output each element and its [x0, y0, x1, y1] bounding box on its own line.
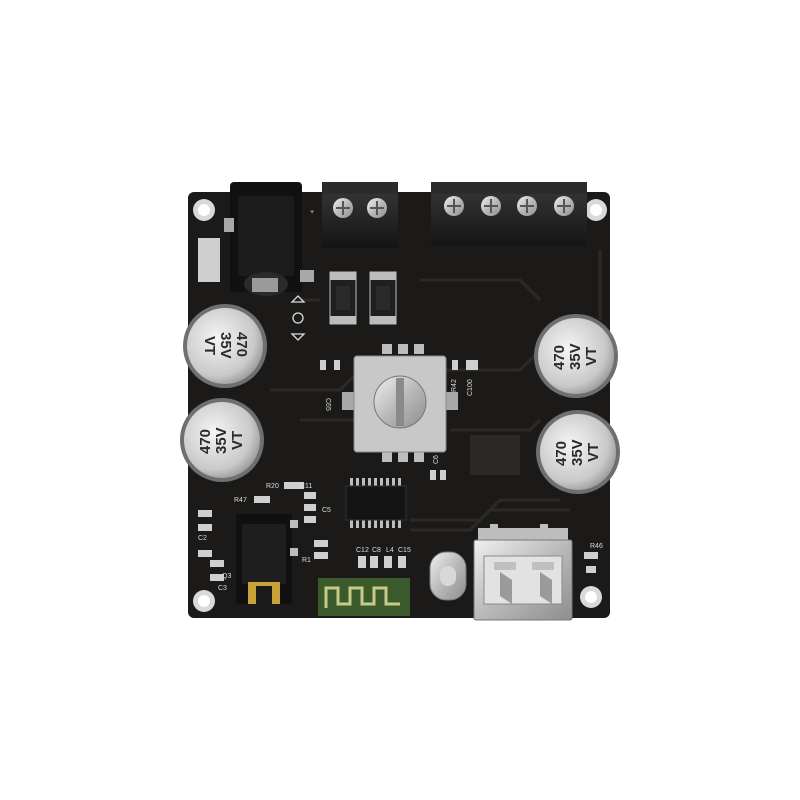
svg-text:470: 470 — [233, 332, 250, 357]
silk-c6: C6 — [433, 455, 440, 464]
svg-text:470: 470 — [197, 429, 214, 454]
smd-components-left — [198, 482, 406, 581]
capacitor-bottom-right: 470 35V VT — [536, 410, 620, 494]
silk-r1: R1 — [302, 557, 311, 564]
svg-text:35V: 35V — [569, 439, 586, 466]
usb-a-port[interactable] — [473, 524, 573, 621]
jack-side-tab — [198, 238, 220, 282]
amplifier-ic — [345, 478, 407, 528]
svg-text:470: 470 — [553, 441, 570, 466]
silk-r46: R46 — [590, 543, 603, 550]
mounting-holes — [193, 199, 607, 612]
speaker-terminal-block — [431, 182, 587, 246]
dc-barrel-jack — [230, 182, 302, 296]
silk-c3: C3 — [218, 585, 227, 592]
svg-text:35V: 35V — [217, 332, 234, 359]
polarity-symbol — [290, 295, 306, 341]
svg-text:VT: VT — [585, 443, 602, 462]
silk-plus: + — [310, 209, 314, 216]
silk-c2: C2 — [198, 535, 207, 542]
pcb-via-grid — [470, 435, 520, 475]
silk-r47: R47 — [234, 497, 247, 504]
pcb-traces — [270, 250, 602, 532]
smd-diodes — [329, 271, 397, 325]
svg-text:470: 470 — [551, 345, 568, 370]
svg-text:35V: 35V — [213, 427, 230, 454]
svg-text:35V: 35V — [567, 343, 584, 370]
audio-jack-3-5mm[interactable] — [236, 514, 298, 604]
capacitor-top-right: 470 35V VT — [534, 314, 618, 398]
capacitor-top-left: 470 35V VT — [183, 304, 267, 388]
silk-c8: C8 — [372, 547, 381, 554]
crystal-oscillator — [429, 551, 467, 601]
silk-c15: C15 — [398, 547, 411, 554]
smd-components-right — [584, 552, 598, 573]
svg-text:VT: VT — [229, 431, 246, 450]
silk-l4: L4 — [386, 547, 394, 554]
bluetooth-antenna — [318, 578, 410, 616]
silk-c100: C100 — [467, 379, 474, 396]
svg-text:VT: VT — [583, 347, 600, 366]
silk-c12: C12 — [356, 547, 369, 554]
silk-q3: Q3 — [222, 573, 231, 580]
svg-text:VT: VT — [201, 336, 218, 355]
silk-c11: C11 — [300, 483, 312, 490]
capacitor-bottom-left: 470 35V VT — [180, 398, 264, 482]
silk-r20: R20 — [266, 483, 279, 490]
silk-r42: R42 — [451, 379, 458, 392]
rotary-encoder[interactable] — [342, 344, 458, 462]
silk-c65: C65 — [324, 398, 331, 411]
power-terminal-block — [322, 182, 398, 248]
smd-components-center — [320, 360, 478, 480]
silk-c5: C5 — [322, 507, 331, 514]
